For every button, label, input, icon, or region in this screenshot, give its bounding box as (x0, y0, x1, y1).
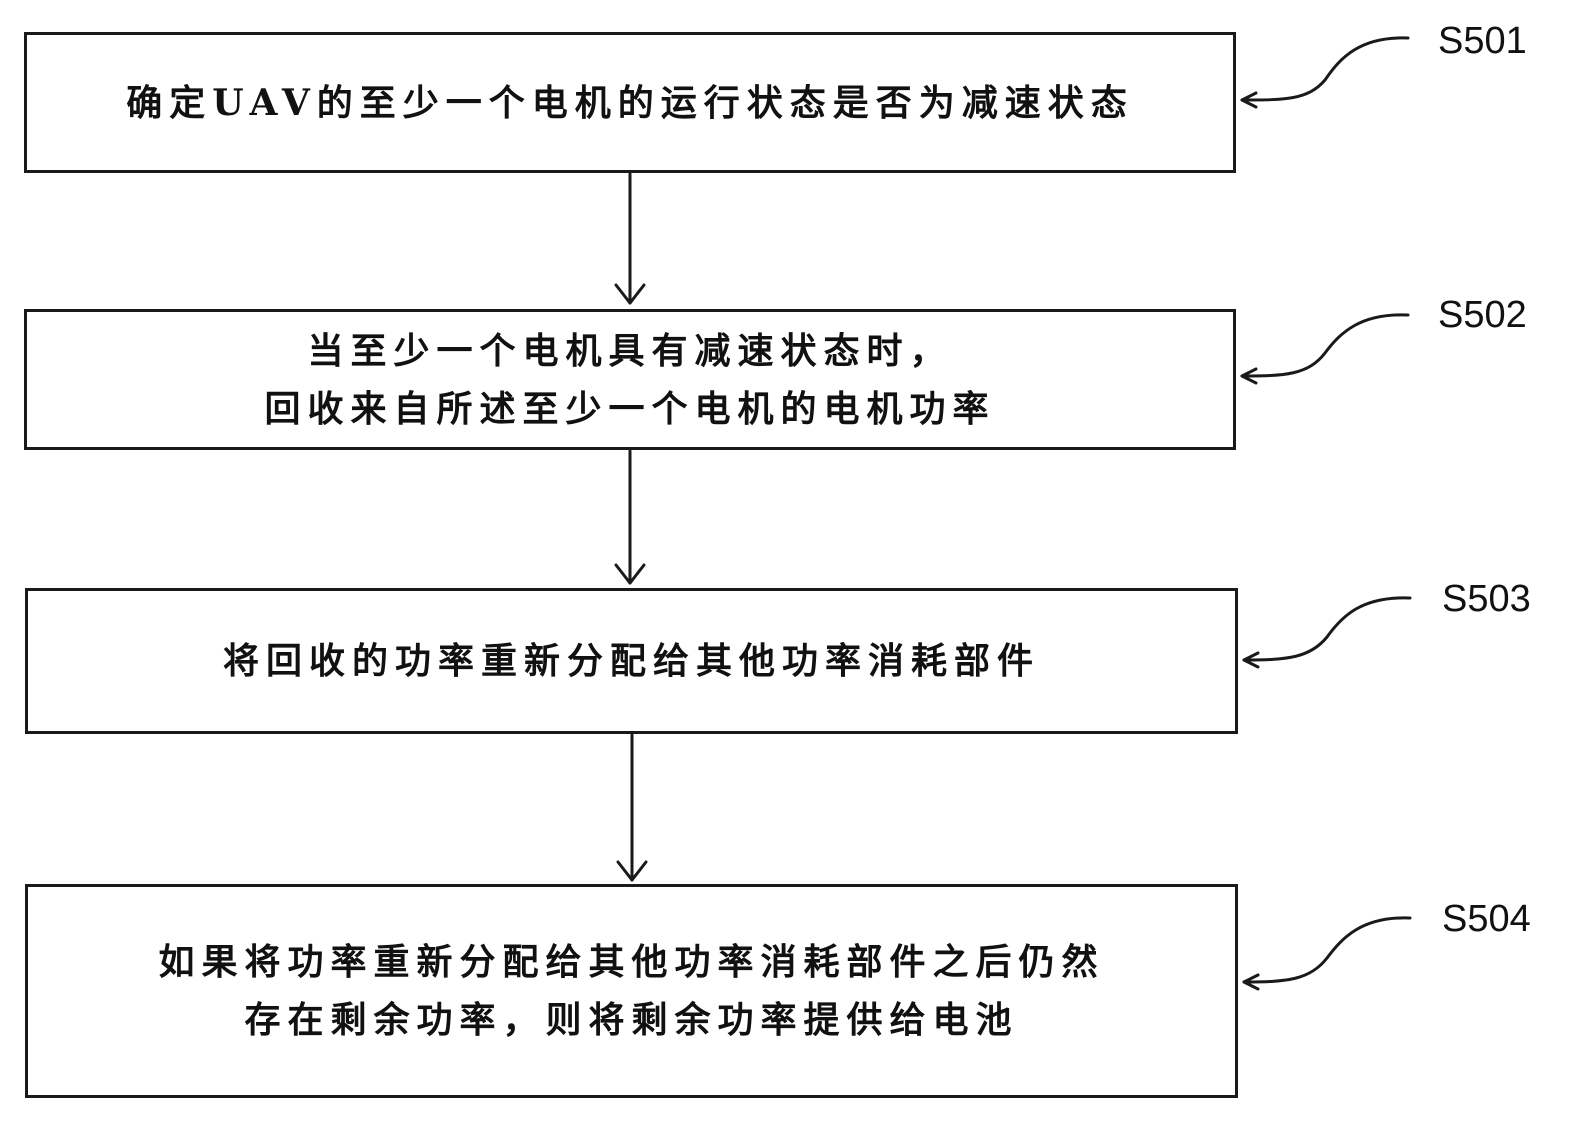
step-text-s501: 确定UAV的至少一个电机的运行状态是否为减速状态 (126, 81, 1134, 124)
step-text-s503: 将回收的功率重新分配给其他功率消耗部件 (222, 640, 1040, 682)
step-box-s503: 将回收的功率重新分配给其他功率消耗部件 (25, 588, 1238, 734)
step-text-s502: 当至少一个电机具有减速状态时， 回收来自所述至少一个电机的电机功率 (264, 329, 996, 430)
leader-arrow-s501 (1240, 36, 1410, 109)
step-box-s504: 如果将功率重新分配给其他功率消耗部件之后仍然 存在剩余功率，则将剩余功率提供给电… (25, 884, 1238, 1098)
step-label-s502: S502 (1438, 294, 1527, 336)
step-box-s502: 当至少一个电机具有减速状态时， 回收来自所述至少一个电机的电机功率 (24, 309, 1236, 450)
step-label-s503: S503 (1442, 578, 1531, 620)
leader-arrow-s504 (1242, 916, 1412, 991)
step-text-s504: 如果将功率重新分配给其他功率消耗部件之后仍然 存在剩余功率，则将剩余功率提供给电… (158, 941, 1105, 1041)
step-label-s504: S504 (1442, 898, 1531, 940)
flow-arrow-s501-s502 (614, 172, 646, 305)
leader-arrow-s502 (1240, 313, 1410, 385)
flow-arrow-s503-s504 (616, 733, 648, 882)
flow-arrow-s502-s503 (614, 449, 646, 585)
step-label-s501: S501 (1438, 20, 1527, 62)
step-box-s501: 确定UAV的至少一个电机的运行状态是否为减速状态 (24, 32, 1236, 173)
leader-arrow-s503 (1242, 596, 1412, 669)
